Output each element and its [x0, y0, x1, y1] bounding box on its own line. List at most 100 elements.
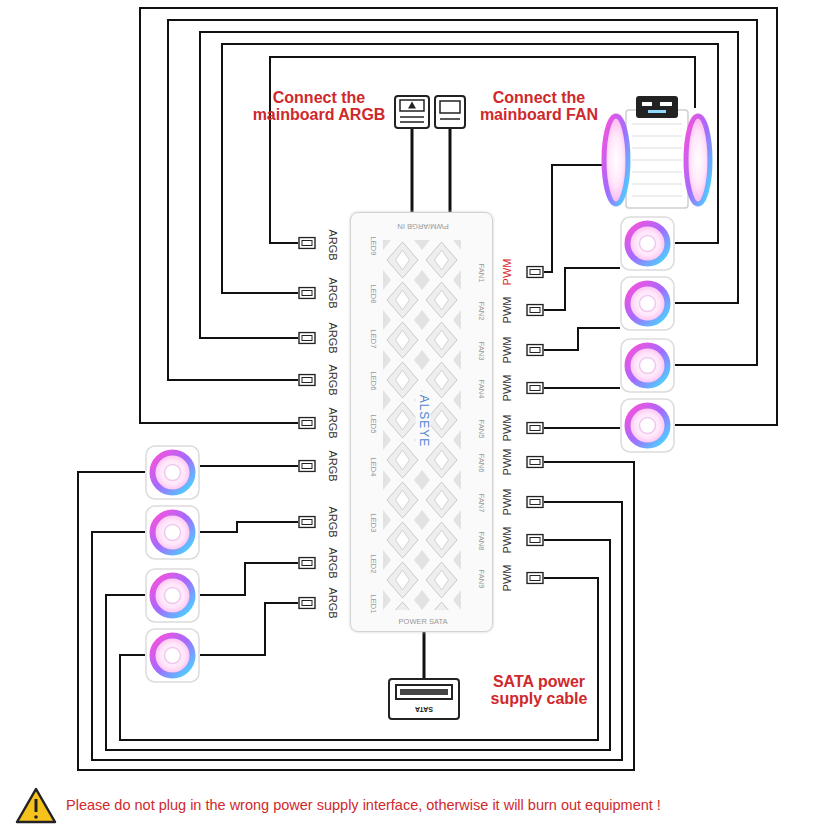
fan-port-name: FAN7 — [477, 494, 485, 513]
wire — [544, 328, 620, 350]
plug-housing — [435, 96, 465, 128]
pwm-connector — [527, 423, 543, 434]
argb-port-label: ARGB — [327, 276, 339, 309]
pwm-connector — [527, 383, 543, 394]
plug-caption: SATA power supply cable — [490, 674, 588, 708]
rgb-fan — [621, 399, 674, 452]
led-port-name: LED5 — [369, 415, 377, 434]
pwm-connector — [527, 345, 543, 356]
pwm-connector — [527, 305, 543, 316]
plug-key — [400, 100, 424, 111]
cooler-display-mark — [648, 110, 666, 113]
pwm-connector — [527, 457, 543, 468]
pwm-connector — [527, 497, 543, 508]
rgb-fan — [146, 506, 199, 559]
warning-triangle — [17, 789, 55, 822]
wire — [200, 465, 298, 467]
fan-port-name: FAN5 — [477, 420, 485, 439]
pwm-connector — [527, 573, 543, 584]
plug-caption: Connect the mainboard ARGB — [248, 90, 390, 124]
argb-port-label: ARGB — [327, 505, 339, 538]
argb-connector — [299, 418, 315, 429]
brand-name: ALSEYE — [415, 392, 430, 451]
led-port-name: LED7 — [369, 330, 377, 349]
fan-port-name: FAN8 — [477, 532, 485, 551]
pwm-connector — [527, 267, 543, 278]
rgb-fan — [146, 569, 199, 622]
fan-port-name: FAN6 — [477, 454, 485, 473]
pwm-port-label: PWM — [501, 564, 513, 593]
argb-port-label: ARGB — [327, 546, 339, 579]
wire — [544, 427, 620, 429]
pwm-port-label: PWM — [501, 414, 513, 443]
plug-body — [389, 679, 459, 719]
plug-housing — [395, 96, 429, 128]
plug-body — [435, 96, 465, 128]
pwm-port-label: PWM — [501, 448, 513, 477]
pwm-port-label: PWM — [501, 296, 513, 325]
warning-sign — [17, 789, 55, 822]
wire — [544, 165, 603, 272]
cable — [423, 632, 426, 672]
wire — [200, 563, 298, 595]
plug-ribs — [400, 117, 424, 122]
cable-stub — [423, 672, 426, 678]
wire — [168, 20, 757, 380]
cable-stub — [449, 129, 452, 132]
sata-contacts — [400, 689, 448, 695]
sata-slot — [396, 685, 452, 699]
plug-key — [440, 101, 460, 113]
led-port-name: LED9 — [369, 237, 377, 256]
cooler-fan — [686, 116, 710, 204]
pwm-port-label: PWM — [501, 526, 513, 555]
led-port-name: LED4 — [369, 458, 377, 477]
pwm-connector — [527, 535, 543, 546]
wire — [200, 603, 298, 655]
wire — [140, 8, 777, 425]
wire — [92, 502, 622, 760]
rgb-fan — [621, 339, 674, 392]
power-label: POWER SATA — [399, 618, 448, 626]
pin-arrow — [408, 102, 416, 109]
argb-connector — [299, 517, 315, 528]
cooler-fan — [604, 116, 628, 204]
led-port-name: LED1 — [369, 595, 377, 614]
led-port-name: LED3 — [369, 514, 377, 533]
wire — [270, 57, 695, 243]
cable — [411, 132, 414, 212]
plug-marking: SATA — [415, 705, 433, 713]
hub-body — [350, 212, 493, 632]
cooler-display — [636, 96, 678, 118]
fan-port-name: FAN9 — [477, 570, 485, 589]
cable-stub — [411, 129, 414, 132]
rgb-fan — [621, 277, 674, 330]
fan-port-name: FAN4 — [477, 380, 485, 399]
plug-caption: Connect the mainboard FAN — [464, 90, 614, 124]
cooler-fins — [632, 124, 682, 196]
argb-port-label: ARGB — [327, 406, 339, 439]
warning-note: Please do not plug in the wrong power su… — [66, 798, 816, 814]
warning-mark — [34, 815, 38, 819]
led-port-name: LED8 — [369, 285, 377, 304]
argb-connector — [299, 558, 315, 569]
hub-box: PWM/ARGB INLED9LED8LED7LED6LED5LED4LED3L… — [350, 212, 493, 632]
argb-connector — [299, 375, 315, 386]
argb-port-label: ARGB — [327, 321, 339, 354]
wire — [200, 522, 298, 532]
argb-port-label: ARGB — [327, 586, 339, 619]
pwm-port-label: PWM — [501, 488, 513, 517]
wire — [106, 540, 610, 750]
fan-port-name: FAN3 — [477, 342, 485, 361]
wire — [200, 32, 738, 338]
wire — [78, 462, 634, 770]
cpu-cooler — [604, 96, 710, 208]
pwm-port-label: PWM — [501, 374, 513, 403]
fan-port-name: FAN2 — [477, 302, 485, 321]
wire — [222, 44, 718, 293]
plug-housing — [389, 679, 459, 719]
cooler-body — [626, 110, 688, 208]
led-port-name: LED2 — [369, 555, 377, 574]
rgb-fan — [146, 629, 199, 682]
